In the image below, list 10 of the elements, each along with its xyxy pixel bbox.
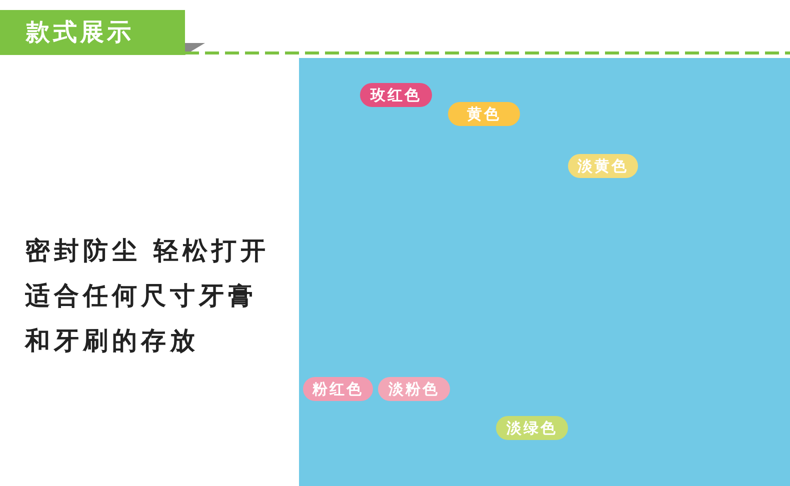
color-tag: 黄色 (448, 102, 520, 126)
color-tag: 粉红色 (303, 377, 373, 401)
description-text: 密封防尘 轻松打开 (25, 235, 270, 267)
description-text: 适合任何尺寸牙膏 (25, 280, 257, 312)
color-tag: 玫红色 (360, 83, 432, 107)
color-tag: 淡绿色 (496, 416, 568, 440)
title-tab: 款式展示 (0, 10, 185, 55)
color-tag: 淡黄色 (568, 154, 638, 178)
description-text: 和牙刷的存放 (25, 325, 199, 357)
color-tag: 淡粉色 (378, 377, 450, 401)
